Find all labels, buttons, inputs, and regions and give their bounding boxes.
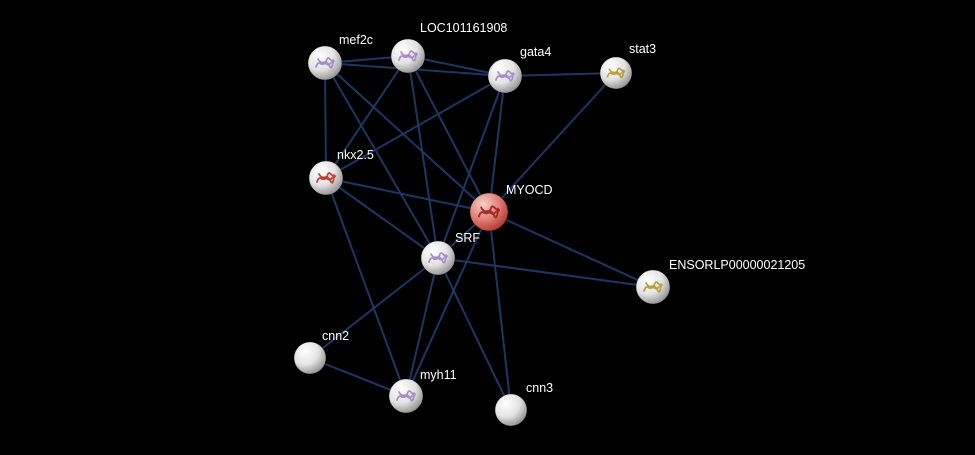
node-label-LOC101161908: LOC101161908 — [420, 21, 507, 35]
protein-structure-icon — [500, 74, 512, 79]
edge-MYOCD-cnn3[interactable] — [488, 211, 512, 411]
node-label-ENSORLP00000021205: ENSORLP00000021205 — [669, 258, 805, 272]
protein-structure-icon — [611, 71, 623, 76]
edge-gata4-SRF[interactable] — [437, 75, 506, 259]
edge-MYOCD-ENSORLP00000021205[interactable] — [488, 211, 654, 288]
node-mef2c[interactable]: mef2c — [307, 33, 373, 81]
protein-structure-icon — [648, 285, 660, 290]
node-cnn2[interactable]: cnn2 — [293, 329, 349, 375]
protein-structure-icon — [320, 61, 332, 66]
edge-nkx2.5-myh11[interactable] — [325, 177, 407, 397]
edge-gata4-MYOCD[interactable] — [488, 75, 506, 213]
node-label-nkx2.5: nkx2.5 — [337, 148, 374, 162]
edge-mef2c-nkx2.5[interactable] — [324, 62, 327, 179]
node-label-stat3: stat3 — [629, 42, 656, 56]
node-label-cnn3: cnn3 — [526, 381, 553, 395]
node-label-MYOCD: MYOCD — [506, 183, 553, 197]
edge-LOC101161908-SRF[interactable] — [407, 55, 439, 259]
node-label-cnn2: cnn2 — [322, 329, 349, 343]
edge-SRF-myh11[interactable] — [405, 257, 439, 397]
node-cnn3[interactable]: cnn3 — [494, 381, 553, 427]
edge-gata4-nkx2.5[interactable] — [325, 75, 506, 179]
node-sphere-cnn3[interactable] — [494, 393, 528, 427]
node-LOC101161908[interactable]: LOC101161908 — [390, 21, 507, 74]
node-label-SRF: SRF — [455, 231, 480, 245]
node-label-gata4: gata4 — [520, 45, 551, 59]
node-stat3[interactable]: stat3 — [599, 42, 656, 90]
node-ENSORLP00000021205[interactable]: ENSORLP00000021205 — [635, 258, 805, 305]
edge-MYOCD-myh11[interactable] — [405, 211, 490, 397]
edge-SRF-cnn3[interactable] — [437, 257, 512, 411]
node-gata4[interactable]: gata4 — [487, 45, 551, 94]
protein-structure-icon — [433, 256, 445, 261]
protein-structure-icon — [483, 210, 497, 215]
edge-mef2c-SRF[interactable] — [324, 62, 439, 259]
edge-gata4-stat3[interactable] — [504, 72, 617, 77]
protein-structure-icon — [321, 176, 333, 181]
edge-stat3-MYOCD[interactable] — [488, 72, 617, 213]
protein-structure-icon — [403, 54, 415, 59]
edge-SRF-ENSORLP00000021205[interactable] — [437, 257, 654, 288]
edge-mef2c-MYOCD[interactable] — [324, 62, 490, 213]
node-SRF[interactable]: SRF — [420, 231, 480, 276]
edge-LOC101161908-nkx2.5[interactable] — [325, 55, 409, 179]
node-MYOCD[interactable]: MYOCD — [469, 183, 553, 232]
node-myh11[interactable]: myh11 — [388, 368, 457, 414]
protein-structure-icon — [401, 394, 413, 399]
edge-LOC101161908-MYOCD[interactable] — [407, 55, 490, 213]
edge-SRF-cnn2[interactable] — [309, 257, 439, 359]
node-label-mef2c: mef2c — [339, 33, 373, 47]
node-nkx2.5[interactable]: nkx2.5 — [308, 148, 374, 196]
node-label-myh11: myh11 — [420, 368, 457, 382]
edge-nkx2.5-SRF[interactable] — [325, 177, 439, 259]
node-sphere-cnn2[interactable] — [293, 341, 327, 375]
edge-nkx2.5-MYOCD[interactable] — [325, 177, 490, 213]
